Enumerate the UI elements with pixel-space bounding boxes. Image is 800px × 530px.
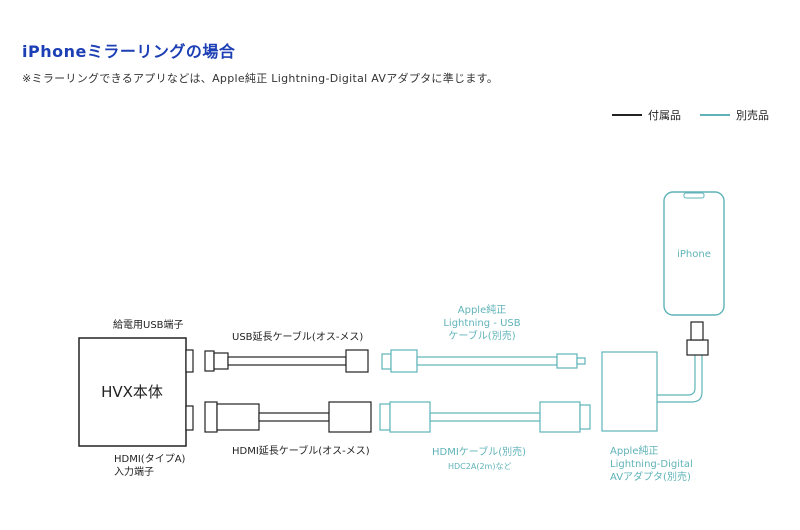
legend-separate-label: 別売品 bbox=[736, 109, 769, 122]
usb-extension-label: USB延長ケーブル(オス-メス) bbox=[232, 330, 363, 343]
legend-included-swatch bbox=[612, 114, 642, 116]
av-adapter bbox=[601, 351, 658, 432]
usb-port bbox=[185, 349, 194, 373]
hvx-body-label: HVX本体 bbox=[101, 383, 163, 401]
legend-included: 付属品 bbox=[612, 107, 681, 123]
hdmi-extension-cable bbox=[204, 401, 372, 433]
lightning-plug-tip bbox=[690, 321, 704, 341]
hdmi-cable bbox=[379, 401, 591, 433]
iphone-notch bbox=[683, 192, 705, 199]
page-title: iPhoneミラーリングの場合 bbox=[22, 42, 236, 61]
adapter-cable-inner bbox=[657, 355, 703, 403]
usb-extension-cable bbox=[204, 349, 369, 373]
legend-included-label: 付属品 bbox=[648, 109, 681, 122]
iphone-body bbox=[663, 191, 725, 316]
lightning-usb-cable bbox=[381, 349, 586, 373]
lightning-usb-label-line2: Lightning - USB bbox=[443, 318, 520, 329]
hdmi-port-label-line1: HDMI(タイプA) bbox=[114, 453, 186, 465]
hdmi-port bbox=[185, 405, 194, 431]
adapter-label-line3: AVアダプタ(別売) bbox=[610, 470, 691, 483]
legend-separate-swatch bbox=[700, 114, 730, 116]
hvx-body-box bbox=[78, 337, 187, 447]
adapter-label-line2: Lightning-Digital bbox=[610, 459, 693, 470]
lightning-usb-label-line3: ケーブル(別売) bbox=[448, 329, 515, 342]
compatibility-note: ※ミラーリングできるアプリなどは、Apple純正 Lightning-Digit… bbox=[22, 72, 499, 85]
adapter-label-line1: Apple純正 bbox=[610, 444, 658, 457]
legend-separate: 別売品 bbox=[700, 107, 769, 123]
iphone-label: iPhone bbox=[677, 249, 711, 260]
hdmi-cable-label: HDMIケーブル(別売) bbox=[432, 445, 526, 458]
hdmi-port-label-line2: 入力端子 bbox=[114, 465, 154, 478]
hdmi-cable-sublabel: HDC2A(2m)など bbox=[448, 462, 511, 471]
adapter-cable-outer bbox=[657, 355, 696, 396]
usb-port-label: 給電用USB端子 bbox=[113, 318, 184, 331]
lightning-usb-label-line1: Apple純正 bbox=[458, 303, 506, 316]
lightning-plug bbox=[686, 339, 709, 356]
hdmi-extension-label: HDMI延長ケーブル(オス-メス) bbox=[232, 444, 370, 457]
